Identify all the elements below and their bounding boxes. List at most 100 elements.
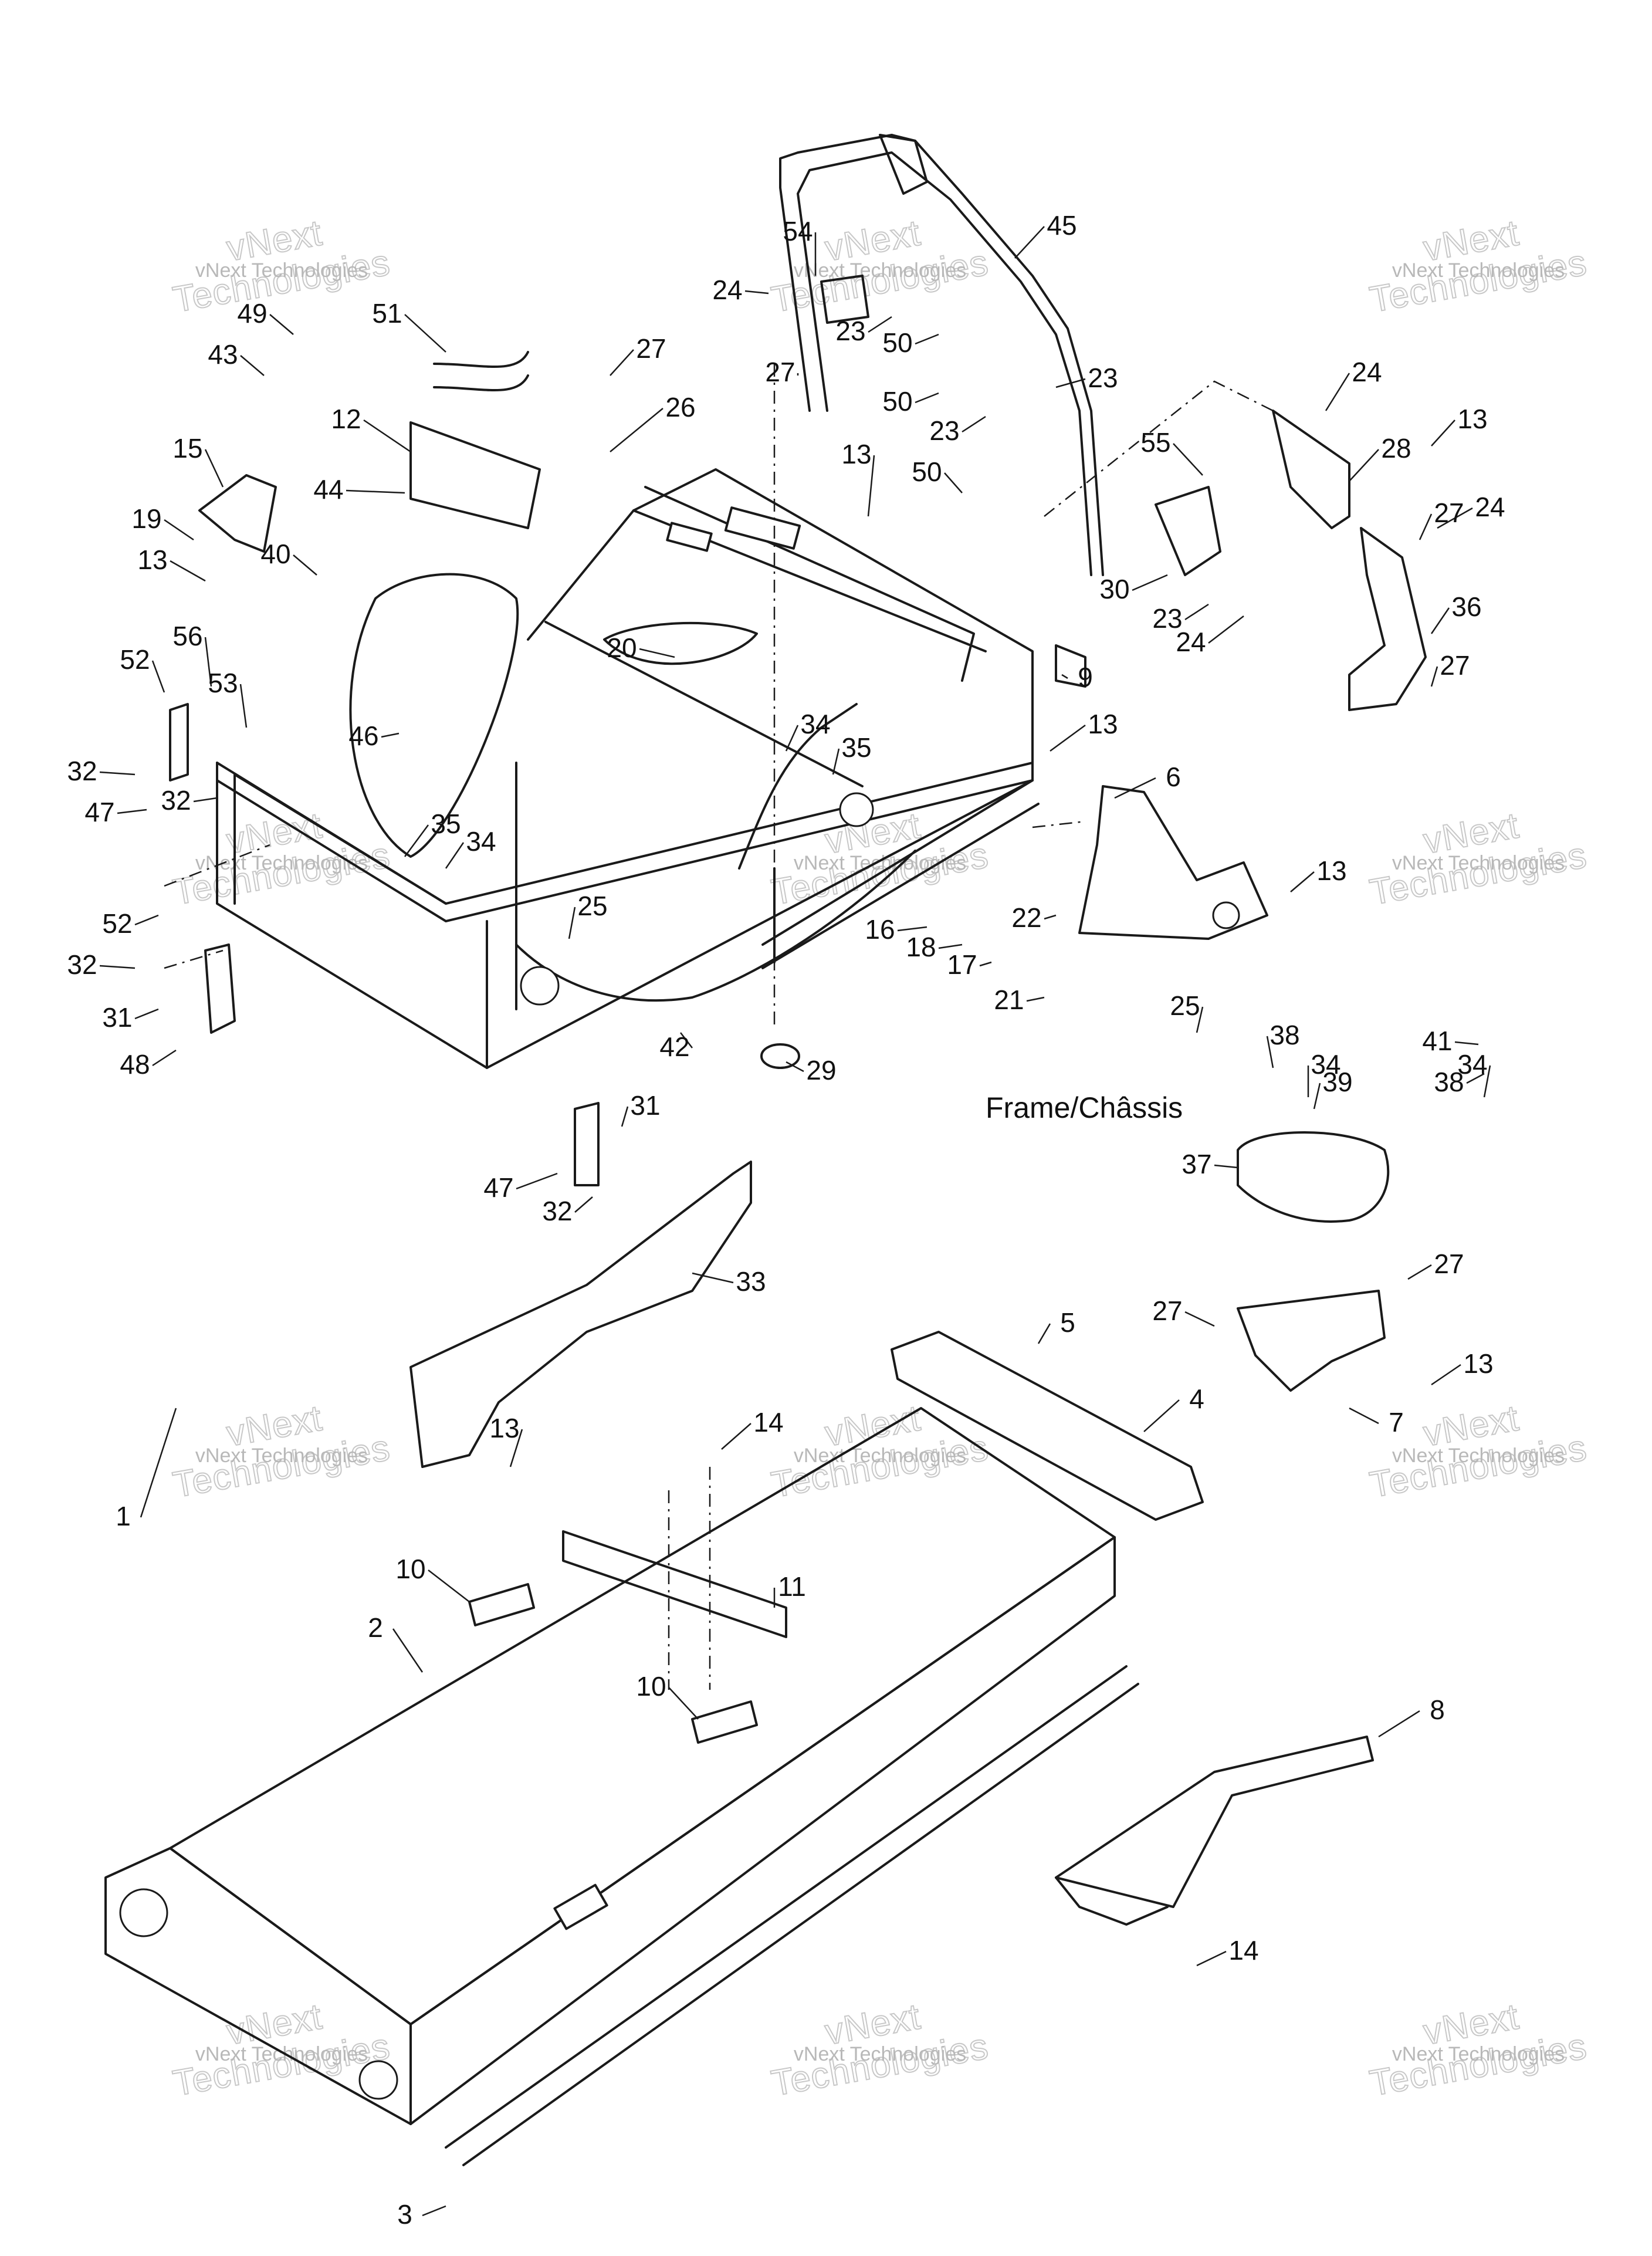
leader-line xyxy=(516,1172,558,1190)
leader-line xyxy=(204,637,212,687)
callout-label: 32 xyxy=(67,756,97,786)
callout-label: 47 xyxy=(84,797,114,827)
callout-label: 38 xyxy=(1270,1020,1299,1050)
watermark-small: vNext Technologies xyxy=(794,1445,966,1467)
callout-label: 52 xyxy=(102,908,132,939)
leader-line xyxy=(785,725,799,752)
section-label: Frame/Châssis xyxy=(986,1091,1183,1124)
callout-label: 6 xyxy=(1166,762,1181,792)
callout-label: 27 xyxy=(1440,650,1470,681)
callout-label: 13 xyxy=(1463,1348,1493,1379)
callout-label: 44 xyxy=(313,474,343,505)
leader-line xyxy=(1026,996,1045,1002)
plate-4 xyxy=(891,1331,1204,1521)
leader-line xyxy=(1430,607,1450,634)
plate-47-lower xyxy=(574,1102,600,1186)
leader-line xyxy=(99,965,136,969)
leader-line xyxy=(1184,1311,1215,1327)
leader-line xyxy=(1313,1083,1321,1110)
leader-line xyxy=(269,314,294,335)
callout-label: 14 xyxy=(753,1407,783,1438)
leader-line xyxy=(979,961,992,967)
watermark-small: vNext Technologies xyxy=(195,2043,368,2065)
callout-label: 27 xyxy=(1434,1249,1464,1279)
callout-label: 49 xyxy=(237,298,267,329)
leader-line xyxy=(117,809,147,814)
leader-line xyxy=(1325,373,1350,411)
callout-label: 5 xyxy=(1060,1307,1075,1338)
leader-line xyxy=(621,1106,629,1127)
callout-label: 28 xyxy=(1381,433,1411,464)
leader-line xyxy=(944,472,963,493)
callout-label: 39 xyxy=(1322,1067,1352,1097)
bracket-9 xyxy=(1055,644,1086,688)
callout-label: 32 xyxy=(542,1196,572,1226)
callout-label: 25 xyxy=(1170,990,1200,1021)
leader-line xyxy=(744,290,769,295)
leader-line xyxy=(204,449,224,488)
callout-label: 37 xyxy=(1182,1149,1211,1179)
leader-line xyxy=(1050,724,1086,752)
leader-line xyxy=(568,907,576,939)
leader-line xyxy=(134,1008,159,1020)
callout-label: 13 xyxy=(1316,855,1346,886)
callout-label: 56 xyxy=(172,621,202,651)
callout-label: 13 xyxy=(1457,404,1487,434)
callouts: 1234567891010111213131313131313141415161… xyxy=(67,210,1505,2230)
leader-line xyxy=(1037,1323,1051,1344)
callout-label: 33 xyxy=(736,1266,766,1297)
leader-line xyxy=(1431,420,1455,447)
hose-51 xyxy=(433,351,529,391)
callout-label: 27 xyxy=(636,333,666,364)
leader-line xyxy=(428,1570,470,1602)
leader-line xyxy=(99,771,136,776)
bracket-10b xyxy=(691,1700,758,1744)
callout-label: 24 xyxy=(1475,492,1505,522)
callout-label: 27 xyxy=(1434,498,1464,528)
leader-line xyxy=(1454,1041,1479,1046)
leader-line xyxy=(1196,1950,1227,1967)
callout-label: 43 xyxy=(208,339,238,370)
leader-line xyxy=(404,824,429,857)
watermark-small: vNext Technologies xyxy=(195,259,368,282)
callout-label: 4 xyxy=(1189,1384,1204,1414)
callout-label: 48 xyxy=(120,1049,150,1080)
leader-line xyxy=(897,926,927,932)
bar-8 xyxy=(1055,1736,1374,1908)
callout-label: 34 xyxy=(1311,1049,1340,1080)
watermark-small: vNext Technologies xyxy=(794,2043,966,2065)
callout-label: 19 xyxy=(131,503,161,534)
leader-line xyxy=(668,1687,699,1720)
leader-line xyxy=(193,797,218,803)
watermark-small: vNext Technologies xyxy=(1392,852,1565,874)
callout-label: 31 xyxy=(102,1002,132,1033)
callout-label: 23 xyxy=(835,316,865,346)
leader-line xyxy=(1173,443,1203,476)
leader-line xyxy=(134,914,159,926)
leader-line xyxy=(445,842,465,869)
leader-line xyxy=(1483,1065,1491,1098)
leader-line xyxy=(915,333,939,345)
footrest-7 xyxy=(1237,1290,1386,1392)
bracket-30 xyxy=(1155,486,1221,576)
leader-line xyxy=(1061,674,1068,679)
callout-label: 10 xyxy=(636,1671,666,1702)
callout-label: 40 xyxy=(260,539,290,569)
leader-line xyxy=(1407,1264,1432,1280)
leader-line xyxy=(786,1061,804,1073)
callout-label: 50 xyxy=(912,456,942,487)
callout-label: 10 xyxy=(395,1554,425,1584)
callout-label: 50 xyxy=(882,386,912,417)
leader-line xyxy=(574,1196,593,1213)
footrest-37 xyxy=(1237,1131,1390,1223)
callout-label: 21 xyxy=(994,985,1024,1015)
callout-label: 11 xyxy=(778,1571,806,1602)
leader-line xyxy=(1466,1073,1485,1084)
plate-54 xyxy=(820,275,869,324)
leader-line xyxy=(1378,1710,1420,1738)
leader-line xyxy=(152,1049,177,1067)
leader-line xyxy=(293,554,317,576)
callout-label: 36 xyxy=(1451,591,1481,622)
callout-label: 12 xyxy=(331,404,361,434)
